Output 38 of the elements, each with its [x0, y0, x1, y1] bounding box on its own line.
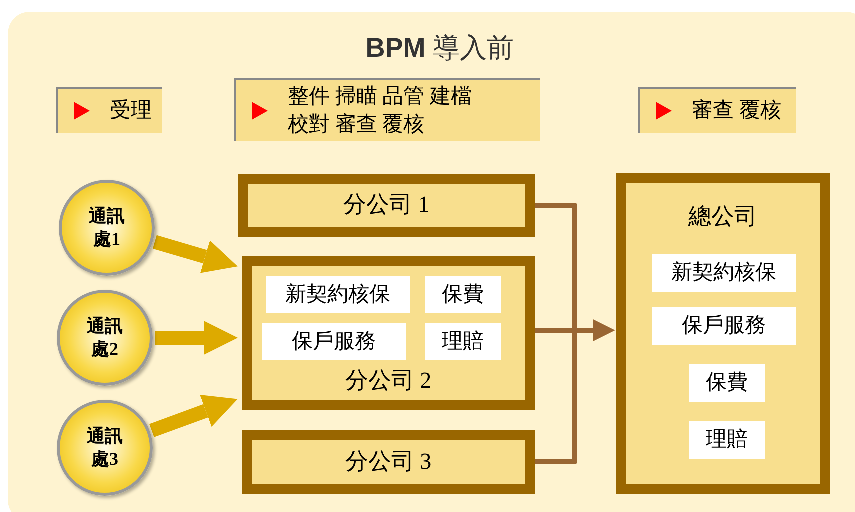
arrow — [153, 235, 238, 274]
office-box — [616, 173, 830, 494]
task-text: 新契約核保 — [672, 259, 776, 286]
diagram-title: BPM 導入前 — [364, 32, 516, 65]
step-header-box — [56, 87, 162, 133]
office-title: 總公司 — [688, 203, 758, 231]
task-text: 理賠 — [442, 328, 484, 355]
arrow — [155, 321, 238, 355]
task-box — [266, 276, 410, 313]
step-text: 審查 覆核 — [691, 97, 782, 124]
office-title: 分公司 2 — [345, 367, 432, 396]
office-box — [242, 256, 535, 410]
task-text: 保戶服務 — [682, 312, 766, 340]
task-box — [425, 323, 501, 360]
office-box — [242, 430, 535, 494]
arrow — [535, 320, 615, 464]
office-title: 分公司 1 — [343, 191, 430, 220]
step-header-box — [234, 78, 540, 141]
step-header-box — [638, 87, 796, 133]
task-text: 理賠 — [706, 426, 748, 454]
task-box — [425, 276, 501, 313]
office-box — [238, 174, 535, 237]
arrow — [150, 395, 238, 438]
office-label: 通訊處1 — [88, 204, 126, 251]
task-box — [262, 323, 406, 360]
task-text: 保戶服務 — [292, 328, 376, 355]
task-text: 新契約核保 — [286, 280, 390, 308]
task-text: 保費 — [442, 280, 484, 308]
step-text: 整件 掃瞄 品管 建檔校對 審查 覆核 — [287, 83, 473, 138]
step-text: 受理 — [109, 97, 152, 124]
office-label: 通訊處2 — [86, 314, 124, 361]
task-box — [652, 307, 796, 345]
office-label: 通訊處3 — [86, 424, 124, 471]
office-title: 分公司 3 — [345, 448, 432, 476]
task-text: 保費 — [706, 369, 748, 396]
task-box — [689, 364, 765, 402]
task-box — [689, 421, 765, 459]
task-box — [652, 254, 796, 292]
